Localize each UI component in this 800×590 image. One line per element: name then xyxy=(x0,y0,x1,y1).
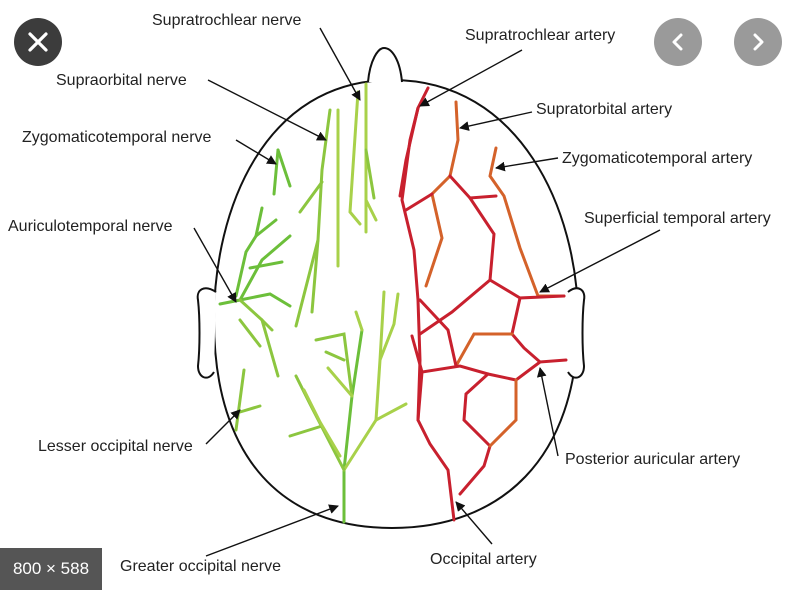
label-occipital-artery: Occipital artery xyxy=(430,551,537,568)
superficial-temporal-artery-branch xyxy=(510,294,568,364)
lesser-occipital-nerve-branch xyxy=(234,368,246,432)
label-zygomaticotemporal-artery: Zygomaticotemporal artery xyxy=(562,150,753,167)
close-icon xyxy=(28,32,48,52)
label-supratrochlear-artery: Supratrochlear artery xyxy=(465,27,616,44)
label-lesser-occipital-nerve: Lesser occipital nerve xyxy=(38,438,193,455)
posterior-auricular-artery-branch xyxy=(416,360,542,422)
chevron-left-icon xyxy=(672,33,683,51)
left-ear-outline xyxy=(196,287,217,379)
label-superficial-temporal-artery: Superficial temporal artery xyxy=(584,210,771,227)
image-dimensions-badge: 800 × 588 xyxy=(0,548,102,590)
chevron-right-icon xyxy=(753,33,764,51)
nose-outline xyxy=(367,46,403,83)
label-supratrochlear-nerve: Supratrochlear nerve xyxy=(152,12,302,29)
close-button[interactable] xyxy=(14,18,62,66)
previous-image-button[interactable] xyxy=(654,18,702,66)
leader-lines xyxy=(193,27,661,557)
label-greater-occipital-nerve: Greater occipital nerve xyxy=(120,558,281,575)
label-zygomaticotemporal-nerve: Zygomaticotemporal nerve xyxy=(22,129,212,146)
label-auriculotemporal-nerve: Auriculotemporal nerve xyxy=(8,218,173,235)
supraorbital-artery-branch xyxy=(424,100,460,288)
right-ear-outline xyxy=(567,287,586,379)
greater-occipital-nerve-trunk xyxy=(342,328,364,524)
nerves xyxy=(218,82,408,524)
next-image-button[interactable] xyxy=(734,18,782,66)
label-supraorbital-artery: Supratorbital artery xyxy=(536,101,673,118)
arteries xyxy=(398,86,568,522)
zygomaticotemporal-nerve-branch xyxy=(276,148,292,188)
label-posterior-auricular-artery: Posterior auricular artery xyxy=(565,451,741,468)
label-supraorbital-nerve: Supraorbital nerve xyxy=(56,72,187,89)
